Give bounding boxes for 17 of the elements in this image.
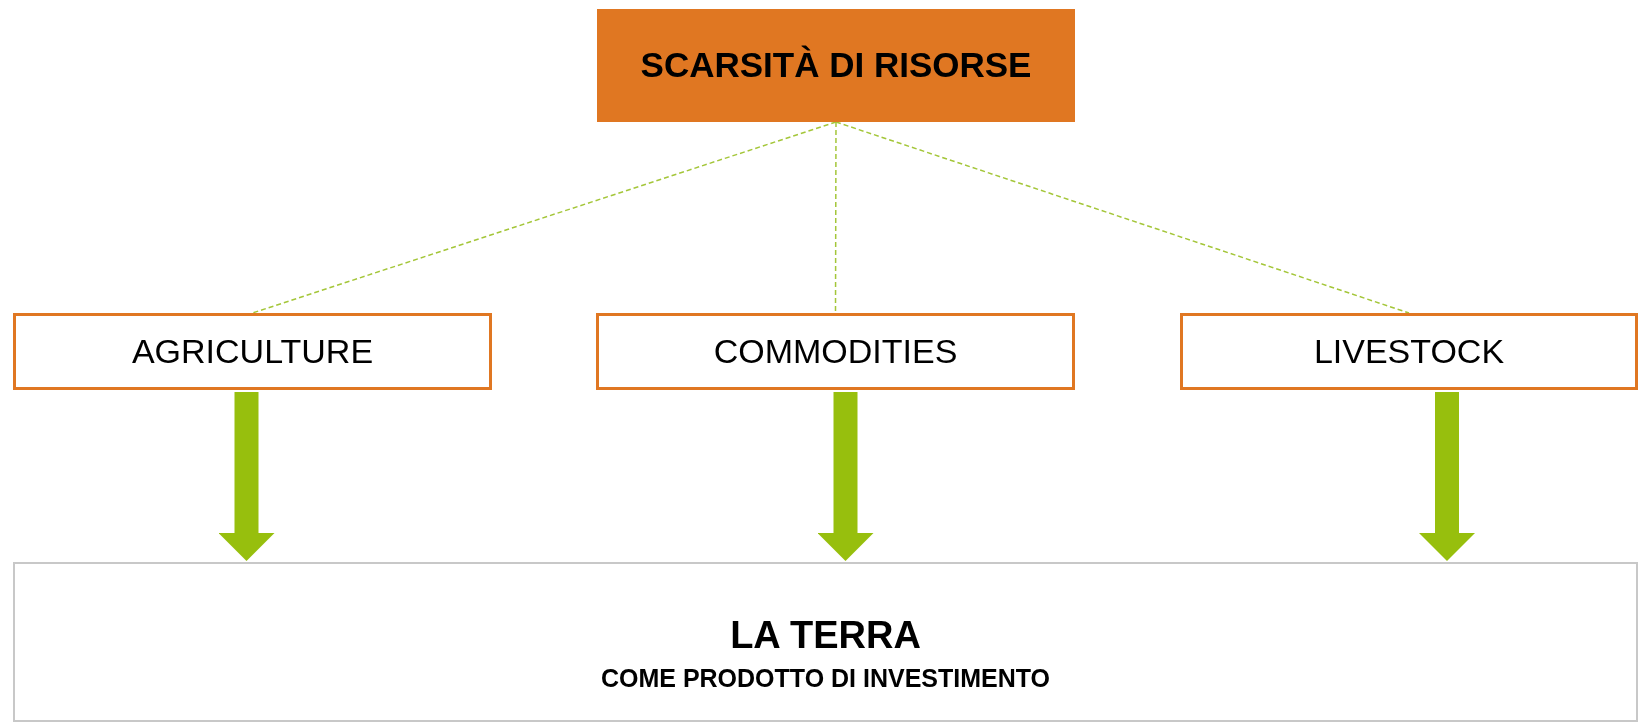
block-arrow: [218, 392, 275, 561]
category-box: [1180, 313, 1638, 390]
title-box: [597, 9, 1075, 122]
box-title: COMMODITIES: [713, 331, 958, 372]
category-box: [13, 313, 492, 390]
dashed-connector: [835, 121, 1410, 314]
dashed-connector: [251, 121, 837, 314]
box-title: LA TERRA: [730, 613, 921, 658]
box-title: LIVESTOCK: [1313, 331, 1505, 372]
block-arrow: [817, 392, 874, 561]
box-subtitle: COME PRODOTTO DI INVESTIMENTO: [600, 662, 1051, 694]
box-title: AGRICULTURE: [131, 331, 374, 372]
category-box: [596, 313, 1075, 390]
block-arrow: [1419, 392, 1475, 561]
dashed-connector: [834, 121, 837, 314]
box-title: SCARSITÀ DI RISORSE: [640, 44, 1032, 87]
result-panel: [13, 562, 1638, 722]
